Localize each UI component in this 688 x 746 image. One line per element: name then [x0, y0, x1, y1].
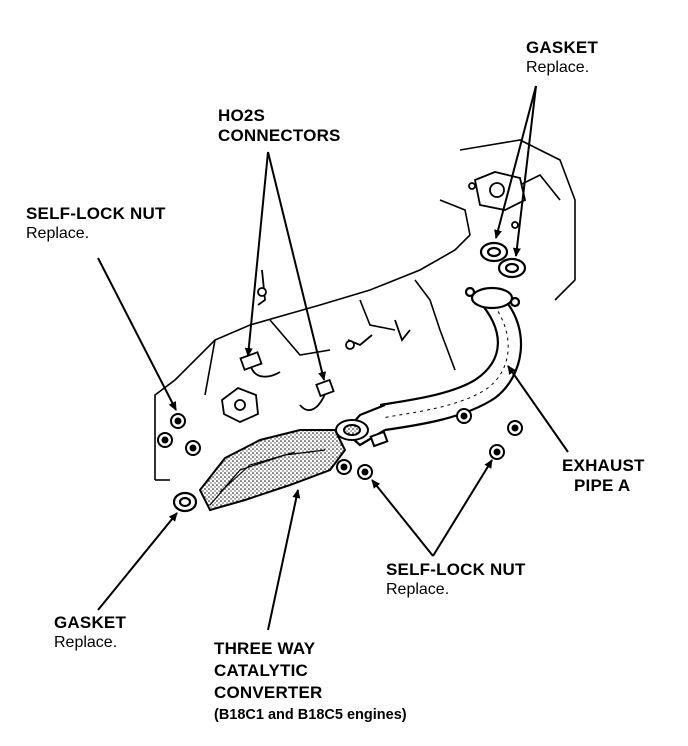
- label-self-lock-nut-left-title: SELF-LOCK NUT: [26, 204, 166, 223]
- label-converter-line2: CATALYTIC: [214, 661, 309, 680]
- arrow-converter: [267, 489, 301, 631]
- label-gasket-top: GASKET Replace.: [526, 38, 598, 78]
- label-gasket-bottom-title: GASKET: [54, 613, 127, 632]
- label-self-lock-nut-left: SELF-LOCK NUT Replace.: [26, 204, 166, 244]
- label-ho2s-line1: HO2S: [218, 106, 266, 125]
- label-gasket-bottom-note: Replace.: [54, 634, 118, 651]
- label-converter-line3: CONVERTER: [214, 683, 323, 702]
- label-three-way-catalytic-converter: THREE WAY CATALYTIC CONVERTER (B18C1 and…: [214, 638, 407, 726]
- exhaust-pipe-a: [343, 286, 523, 447]
- label-gasket-top-title: GASKET: [526, 38, 599, 57]
- gasket-converter-outlet: [172, 491, 198, 513]
- arrow-gasket-top-2: [512, 85, 537, 257]
- self-lock-nuts-left: [157, 413, 201, 456]
- label-ho2s-connectors: HO2S CONNECTORS: [218, 106, 341, 146]
- label-converter-line4: (B18C1 and B18C5 engines): [214, 707, 407, 723]
- arrow-gasket-top-1: [494, 85, 537, 239]
- label-exhaust-line1: EXHAUST: [562, 456, 645, 475]
- label-self-lock-nut-bottom-title: SELF-LOCK NUT: [386, 560, 526, 579]
- label-converter-line1: THREE WAY: [214, 639, 316, 658]
- arrow-selflock-bottom-2: [432, 459, 493, 557]
- arrow-selflock-bottom-1: [371, 479, 434, 557]
- manifold-flange: [468, 171, 527, 229]
- arrow-exhaust: [507, 365, 569, 453]
- arrow-gasket-bottom: [97, 512, 178, 611]
- label-exhaust-pipe-a: EXHAUST PIPE A: [562, 456, 645, 496]
- gaskets-manifold: [479, 241, 527, 279]
- arrow-ho2s-1: [244, 151, 269, 357]
- label-self-lock-nut-bottom: SELF-LOCK NUT Replace.: [386, 560, 526, 600]
- arrow-selflock-left: [97, 257, 177, 411]
- label-gasket-bottom: GASKET Replace.: [54, 613, 126, 653]
- label-exhaust-line2: PIPE A: [574, 476, 631, 495]
- pipe-flange: [335, 419, 389, 448]
- self-lock-nuts-bottom: [336, 408, 523, 480]
- leader-arrows: [97, 85, 569, 631]
- label-gasket-top-note: Replace.: [526, 59, 590, 76]
- left-flange: [221, 386, 259, 423]
- ho2s-connectors: [239, 269, 411, 412]
- label-self-lock-nut-bottom-note: Replace.: [386, 581, 450, 598]
- label-self-lock-nut-left-note: Replace.: [26, 225, 90, 242]
- arrow-ho2s-2: [267, 151, 326, 381]
- label-ho2s-line2: CONNECTORS: [218, 126, 341, 145]
- engine-background-outline: [154, 139, 576, 481]
- catalytic-converter: [198, 429, 347, 512]
